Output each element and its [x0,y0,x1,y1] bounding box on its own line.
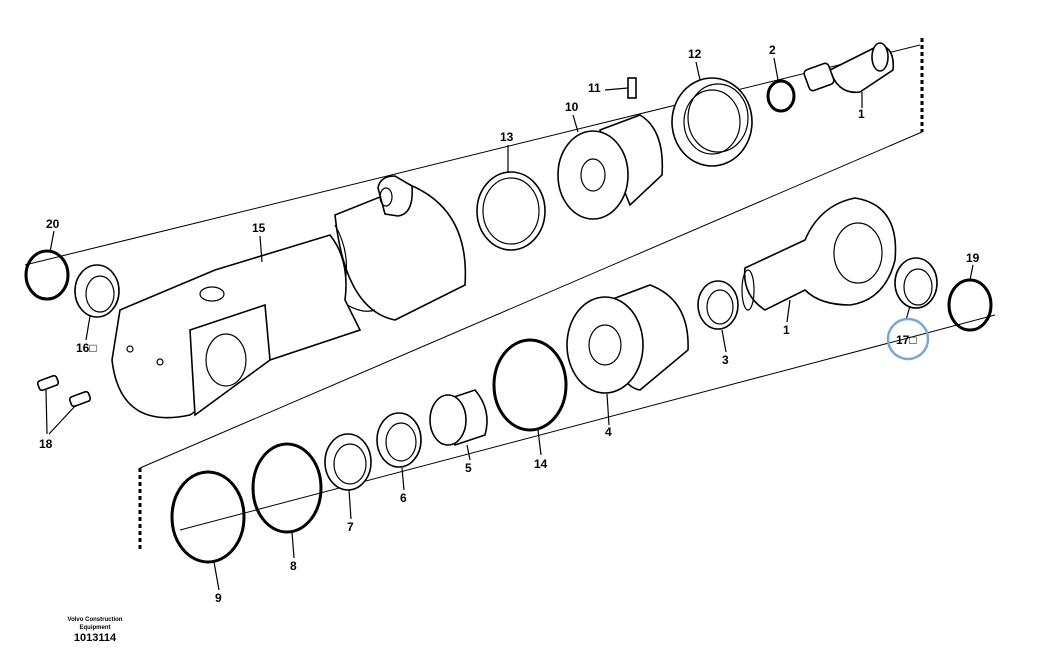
part-10-piston [557,114,664,220]
callout-11: 11 [588,81,601,95]
footer-line-2: Equipment [79,625,111,631]
callout-3: 3 [722,353,729,367]
part-11-screw [627,77,637,99]
part-20-ring [24,249,70,301]
part-4-cylinder-head [566,284,689,394]
callout-14: 14 [534,457,548,471]
part-18-grease-nipples [36,374,92,435]
part-3-ring [697,280,739,330]
part-7-ring [324,433,372,491]
callout-19: 19 [966,251,980,265]
highlight-circle-17 [886,317,930,361]
callout-20: 20 [46,217,60,231]
leader-lines [49,57,974,591]
callout-18: 18 [39,437,53,451]
part-8-oring [251,442,323,534]
footer-line-1: Volvo Construction [67,617,123,623]
callout-9: 9 [215,591,222,605]
callout-12: 12 [688,47,702,61]
part-19-ring [947,278,993,332]
part-6-ring [376,412,422,468]
part-12-seal [671,77,753,167]
upper-axis-line [24,44,921,266]
callout-1-lower: 1 [783,323,790,337]
part-15-barrel-body [111,234,362,419]
callout-17: 17□ [896,333,917,347]
part-1-rod-eye [741,197,897,311]
assembly-frame [138,38,924,550]
part-9-oring [170,470,246,564]
callout-2: 2 [769,43,776,57]
part-13-ring [476,171,546,251]
part-14-oring [492,338,568,432]
callout-7: 7 [347,520,354,534]
part-5-bushing [429,389,488,447]
callout-15: 15 [252,221,266,235]
callout-5: 5 [465,461,472,475]
part-2-oring [766,79,796,113]
callout-10: 10 [565,100,579,114]
callout-labels: 1 2 12 11 10 13 15 20 16□ 18 19 17□ 1 3 … [39,43,980,605]
part-17-bushing [894,257,938,309]
callout-8: 8 [290,559,297,573]
footer-caption: Volvo Construction Equipment 1013114 [40,616,150,644]
callout-6: 6 [400,491,407,505]
callout-13: 13 [500,130,514,144]
part-16-bushing [74,264,120,318]
part-1-rod-end [803,42,895,94]
callout-16: 16□ [76,341,97,355]
callout-4: 4 [605,425,612,439]
lower-axis-line [179,314,996,531]
drawing-number: 1013114 [73,632,117,644]
part-15-barrel-head [334,175,467,321]
callout-1-upper: 1 [858,107,865,121]
